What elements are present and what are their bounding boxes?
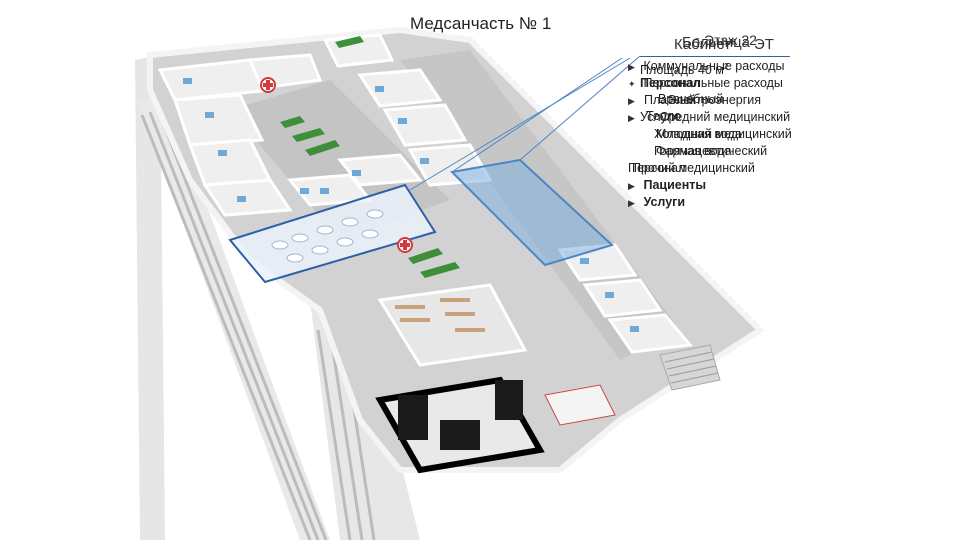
overlay-text: Прочий медицинский <box>632 161 755 175</box>
slide-title: Медсанчасть № 1 <box>410 14 552 33</box>
list-item[interactable]: ▶ Средний медицинский <box>628 109 790 125</box>
lounge-tables <box>271 209 384 263</box>
item-text: Услуги <box>643 195 686 209</box>
list-item[interactable]: Персонал <box>628 160 685 176</box>
list-item[interactable]: ▶ Электроэнергия <box>628 92 761 108</box>
overlay-text: Услуги <box>640 110 679 124</box>
overlay-text: Тепло <box>646 109 682 123</box>
info-panel-header: Кабинет Больница Этаж 22 ЭТ <box>640 30 790 57</box>
beds <box>183 78 639 332</box>
medical-cross-icon <box>260 77 413 253</box>
item-text: Коммунальные расходы <box>643 59 785 73</box>
caret-right-icon: ▶ <box>628 62 635 72</box>
list-item[interactable]: ▶ Услуги <box>628 194 685 210</box>
overlay-text: Персонал <box>640 76 701 90</box>
stairwell <box>659 344 721 391</box>
item-text: Фармацевтический <box>656 144 768 158</box>
list-item[interactable]: ✦ Персональные расходы <box>628 75 783 91</box>
header-et: ЭТ <box>754 36 774 53</box>
shelves <box>395 298 485 332</box>
caret-right-icon: ▶ <box>628 113 635 123</box>
list-item[interactable]: ▶ Коммунальные расходы <box>628 58 785 74</box>
header-hospital: Больница <box>682 34 751 51</box>
overlay-text: Площадь 40 м2 <box>640 62 729 78</box>
overlay-text: Холодная вода <box>654 127 742 141</box>
item-text: Персональные расходы <box>643 76 783 90</box>
overlay-text: Горячая вода <box>654 144 732 158</box>
item-text: Персонал <box>628 161 686 175</box>
header-office: Кабинет <box>674 36 732 53</box>
utility-closet <box>544 384 616 426</box>
building-exterior <box>135 55 420 540</box>
server-racks <box>398 380 523 450</box>
caret-right-icon: ▶ <box>628 181 635 191</box>
item-text: Средний медицинский <box>659 110 791 124</box>
highlighted-lounge[interactable] <box>228 183 437 284</box>
overlay-text: Врачебный <box>658 92 724 106</box>
overlay-text: Платный <box>644 93 696 107</box>
list-item[interactable]: Фармацевтический <box>656 143 767 159</box>
caret-right-icon: ▶ <box>628 198 635 208</box>
item-text: Электроэнергия <box>667 93 762 107</box>
caret-right-icon: ▶ <box>628 96 635 106</box>
header-floor: Этаж 22 <box>704 32 757 48</box>
item-text: Младший медицинский <box>656 127 792 141</box>
waiting-sofas <box>280 36 460 278</box>
list-item[interactable]: ▶ Пациенты <box>628 177 706 193</box>
stair-steps <box>664 351 719 384</box>
highlighted-room-right[interactable] <box>449 158 614 267</box>
star-icon: ✦ <box>628 79 636 89</box>
callout-lines <box>409 55 641 191</box>
list-item[interactable]: Младший медицинский <box>656 126 792 142</box>
item-text: Пациенты <box>643 178 707 192</box>
